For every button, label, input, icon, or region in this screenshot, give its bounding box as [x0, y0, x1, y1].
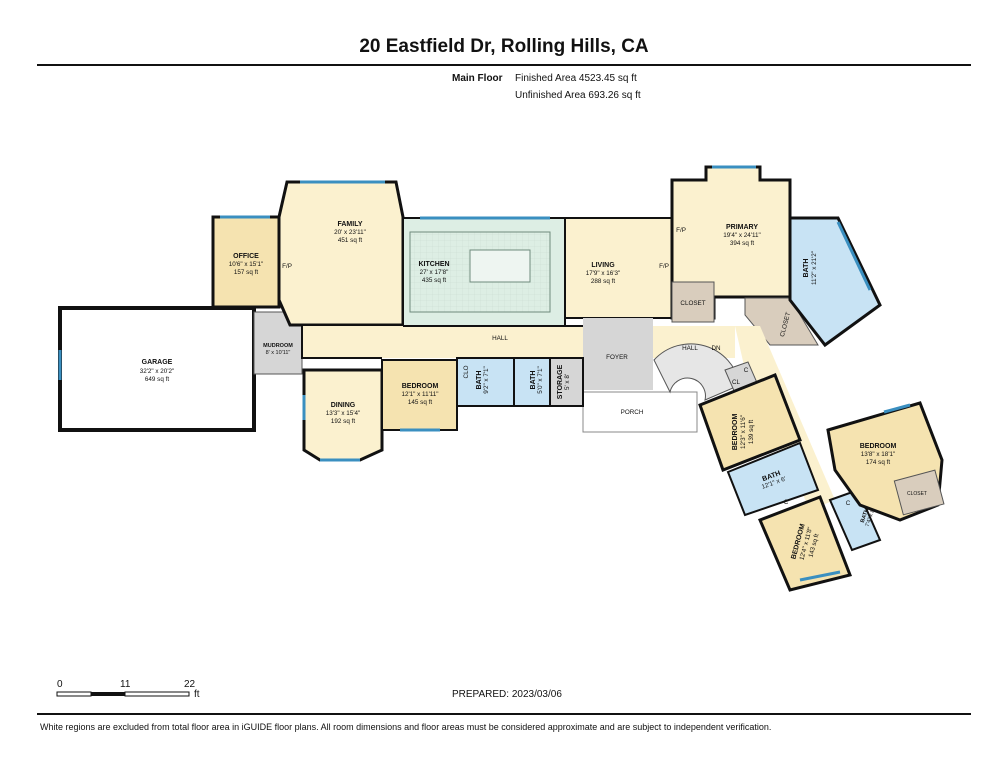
storage-dims: 5' x 8': [564, 374, 571, 390]
bath4-name: BATH: [860, 508, 871, 524]
garage-name: GARAGE: [142, 359, 173, 366]
prepared-date: PREPARED: 2023/03/06: [452, 689, 562, 700]
bedroom1-room: [381, 359, 458, 431]
dn-label: DN: [711, 345, 721, 352]
closet3-label: CLOSET: [907, 491, 927, 497]
clo-label: CLO: [463, 365, 470, 378]
c3-label: C: [846, 500, 851, 507]
office-room: [211, 215, 281, 309]
office-dims: 10'6" x 15'1": [229, 261, 264, 268]
family-name: FAMILY: [337, 221, 362, 228]
bath1-room: [456, 357, 515, 407]
family-room: [277, 180, 405, 327]
finished-area: Finished Area 4523.45 sq ft: [515, 73, 637, 84]
office-name: OFFICE: [233, 253, 259, 260]
bedroom1-dims: 12'1" x 11'11": [401, 391, 438, 398]
bedroom1-area: 145 sq ft: [408, 399, 432, 406]
bedroom3-dims: 13'8" x 18'1": [861, 451, 896, 458]
living-dims: 17'9" x 16'3": [586, 270, 621, 277]
bath-primary-name: BATH: [803, 259, 810, 278]
mudroom-dims: 8' x 10'11": [266, 350, 291, 356]
bedroom2-name: BEDROOM: [732, 414, 739, 451]
bath-primary-room: [788, 216, 882, 348]
bath4-room: [828, 488, 882, 552]
kitchen-dims: 27' x 17'8": [420, 269, 449, 276]
family-area: 451 sq ft: [338, 237, 362, 244]
dining-name: DINING: [331, 402, 356, 409]
primary-name: PRIMARY: [726, 224, 758, 231]
garage-area: 649 sq ft: [145, 376, 169, 383]
bedroom3-name: BEDROOM: [860, 443, 897, 450]
dining-area: 192 sq ft: [331, 418, 355, 425]
scale-22: 22: [184, 679, 196, 690]
scale-bar: [56, 691, 190, 697]
porch-label: PORCH: [621, 409, 644, 416]
foyer-room: [583, 318, 653, 390]
header-divider: [37, 64, 971, 66]
c2-label: C: [784, 499, 789, 506]
bedroom2-dims: 12'3" x 11'6": [740, 415, 747, 449]
living-room: [564, 217, 673, 319]
scale-11: 11: [120, 679, 131, 690]
bedroom2-room: [698, 373, 802, 472]
closet-room-3: [893, 469, 945, 516]
kitchen-island: [469, 249, 531, 283]
bath1-name: BATH: [476, 371, 483, 390]
page-title: 20 Eastfield Dr, Rolling Hills, CA: [359, 36, 649, 57]
kitchen-area: 435 sq ft: [422, 277, 446, 284]
closet1-label: CLOSET: [680, 300, 705, 307]
footnote: White regions are excluded from total fl…: [40, 722, 772, 732]
garage-room: [58, 306, 256, 432]
bedroom4-room: [758, 495, 853, 592]
c1-label: C: [744, 367, 749, 374]
bath-primary-dims: 11'2" x 21'2": [811, 251, 818, 285]
porch-room: [582, 391, 698, 433]
closet-room-1: [671, 281, 715, 323]
kitchen-name: KITCHEN: [418, 261, 449, 268]
bedroom1-name: BEDROOM: [402, 383, 439, 390]
cl-label: CL: [732, 379, 741, 386]
mudroom-name: MUDROOM: [263, 343, 293, 349]
garage-dims: 32'2" x 20'2": [140, 368, 175, 375]
hall2-label: HALL: [682, 345, 698, 352]
bath2-dims: 5'0" x 7'1": [537, 366, 544, 394]
bedroom2-area: 139 sq ft: [748, 420, 755, 444]
fp3-label: F/P: [676, 227, 686, 234]
scale-unit: ft: [194, 689, 200, 700]
unfinished-area: Unfinished Area 693.26 sq ft: [515, 90, 641, 101]
dining-dims: 13'3" x 15'4": [326, 410, 361, 417]
storage-name: STORAGE: [557, 364, 564, 399]
storage-room: [549, 357, 584, 407]
windows: [58, 165, 911, 582]
main-wall: [301, 326, 382, 359]
bath1-dims: 9'2" x 7'1": [483, 366, 490, 394]
bath3-room: [726, 441, 820, 517]
primary-dims: 19'4" x 24'11": [723, 232, 761, 239]
primary-area: 394 sq ft: [730, 240, 754, 247]
bath2-name: BATH: [530, 371, 537, 390]
fp1-label: F/P: [282, 263, 292, 270]
family-dims: 20' x 23'11": [334, 229, 366, 236]
hall-label: HALL: [492, 335, 508, 342]
closet-room-2: [744, 297, 819, 346]
living-area: 288 sq ft: [591, 278, 615, 285]
foyer-label: FOYER: [606, 354, 628, 361]
living-name: LIVING: [591, 262, 615, 269]
floor-label: Main Floor: [452, 73, 503, 84]
scale-0: 0: [57, 679, 63, 690]
office-area: 157 sq ft: [234, 269, 258, 276]
bedroom3-area: 174 sq ft: [866, 459, 890, 466]
fp2-label: F/P: [659, 263, 669, 270]
